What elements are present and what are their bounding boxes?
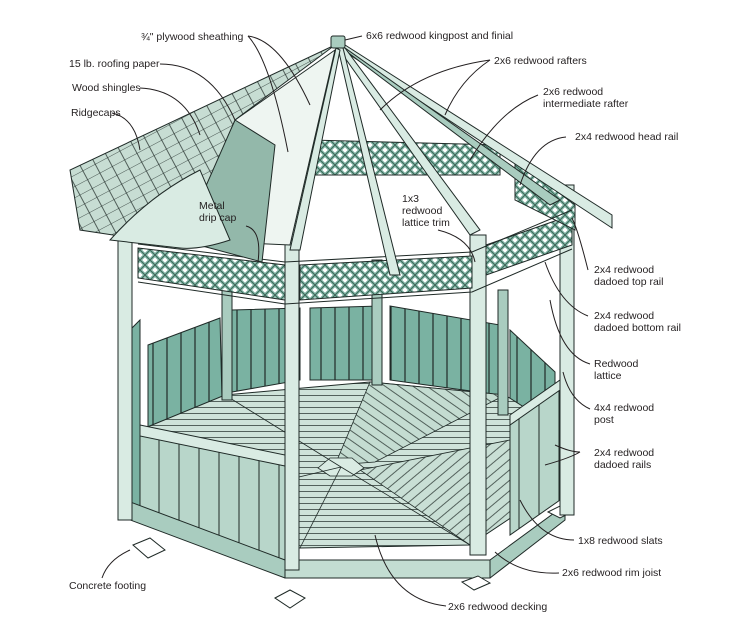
kingpost-finial <box>330 35 346 49</box>
label-roofing-paper: 15 lb. roofing paper <box>69 58 160 70</box>
label-head-rail: 2x4 redwood head rail <box>575 131 679 143</box>
label-wood-shingles: Wood shingles <box>72 82 141 94</box>
roof-sheathing <box>69 44 336 263</box>
label-rim-joist: 2x6 redwood rim joist <box>562 567 662 579</box>
label-redwood-decking: 2x6 redwood decking <box>448 601 548 613</box>
lattice-band <box>137 139 576 305</box>
label-redwood-post: 4x4 redwood post <box>594 402 655 426</box>
label-concrete-footing: Concrete footing <box>69 580 147 592</box>
label-dadoed-bottom-rail: 2x4 redwood dadoed bottom rail <box>594 310 681 334</box>
label-redwood-lattice: Redwood lattice <box>594 358 639 382</box>
label-lattice-trim: 1x3 redwood lattice trim <box>402 193 450 229</box>
label-kingpost: 6x6 redwood kingpost and finial <box>366 30 514 42</box>
label-redwood-slats: 1x8 redwood slats <box>578 535 663 547</box>
label-dadoed-top-rail: 2x4 redwood dadoed top rail <box>594 264 664 288</box>
posts <box>117 184 575 571</box>
leader-lines <box>101 35 591 607</box>
label-intermediate-rafter: 2x6 redwood intermediate rafter <box>543 86 629 110</box>
label-rafters: 2x6 redwood rafters <box>494 55 587 67</box>
label-plywood-sheathing: ¾" plywood sheathing <box>141 31 244 43</box>
label-dadoed-rails: 2x4 redwood dadoed rails <box>594 447 655 471</box>
label-ridgecaps: Ridgecaps <box>71 107 121 119</box>
label-metal-drip-cap: Metal drip cap <box>199 200 237 224</box>
concrete-footings <box>132 505 574 609</box>
rafters <box>289 44 613 276</box>
